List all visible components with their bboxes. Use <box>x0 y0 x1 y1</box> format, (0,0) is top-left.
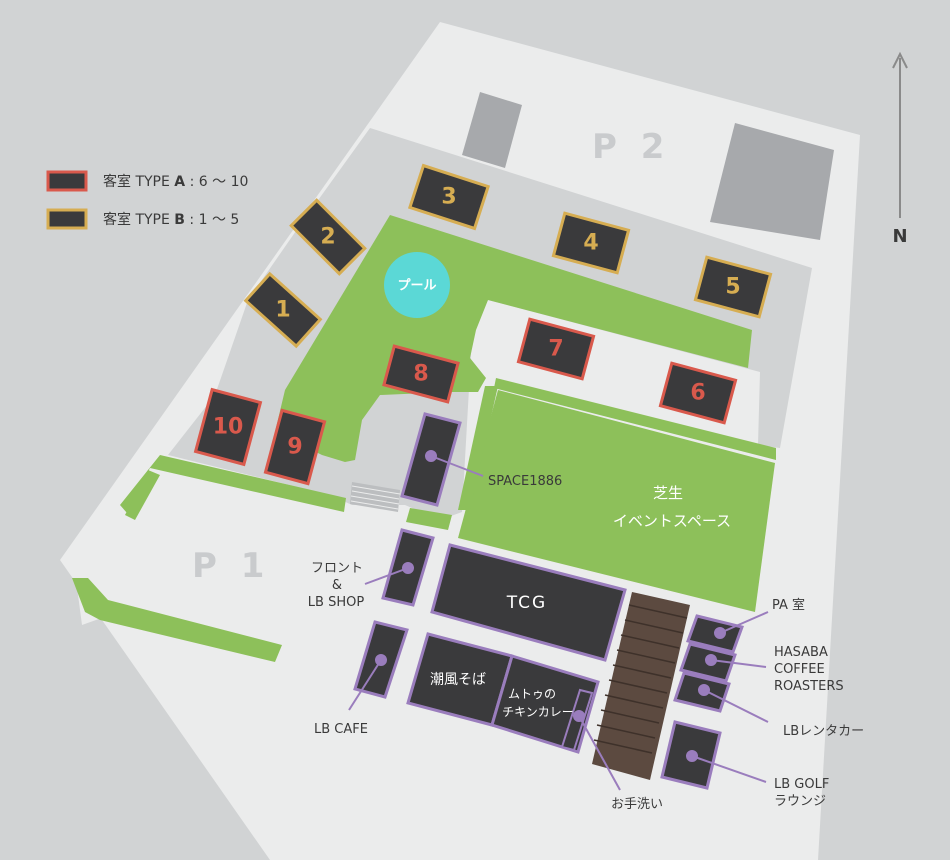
room-9-number: 9 <box>287 435 302 460</box>
parking-p1-label: P 1 <box>192 546 270 586</box>
pa-room-label: PA 室 <box>772 597 805 613</box>
room-7[interactable]: 7 <box>516 317 596 381</box>
rental-car-label: LBレンタカー <box>783 724 864 739</box>
room-4[interactable]: 4 <box>551 211 631 275</box>
golf-marker <box>686 750 698 762</box>
north-label: N <box>892 226 907 247</box>
room-2[interactable]: 2 <box>289 198 367 276</box>
restroom-marker <box>573 710 585 722</box>
room-7-number: 7 <box>548 337 563 362</box>
lawn-strip-bottom <box>72 578 282 662</box>
space1886-marker <box>425 450 437 462</box>
restroom-label: お手洗い <box>611 797 663 812</box>
room-10[interactable]: 10 <box>193 387 263 467</box>
shiokaze-soba-label: 潮風そば <box>430 672 486 688</box>
space1886-label: SPACE1886 <box>488 474 562 489</box>
deck-planks <box>593 604 688 754</box>
room-3-number: 3 <box>441 185 456 210</box>
parking-p2-label: P 2 <box>592 127 670 167</box>
lawn-strip-right <box>494 378 776 460</box>
parking-block-small <box>462 92 522 168</box>
tcg-building[interactable] <box>430 543 627 662</box>
hasaba-label-line1: HASABA <box>774 645 828 660</box>
parking-block-large <box>710 123 834 240</box>
front-label-line2: & <box>332 578 342 593</box>
room-1[interactable]: 1 <box>243 271 323 349</box>
legend-type-a-label: 客室 TYPE A : 6 〜 10 <box>103 173 248 190</box>
legend: 客室 TYPE A : 6 〜 10 客室 TYPE B : 1 〜 5 <box>46 170 248 230</box>
room-9[interactable]: 9 <box>263 408 327 486</box>
front-label-line3: LB SHOP <box>308 595 365 610</box>
lawn-strip-left2 <box>125 470 160 520</box>
tcg-label: TCG <box>506 593 547 613</box>
wooden-deck <box>592 592 690 780</box>
hasaba-label-line2: COFFEE <box>774 662 825 677</box>
hasaba-label-line3: ROASTERS <box>774 679 844 694</box>
lawn-strip-left <box>120 455 346 513</box>
room-3[interactable]: 3 <box>407 163 491 231</box>
room-5-number: 5 <box>725 275 740 300</box>
lawn-strip-mid <box>406 508 452 530</box>
chicken-curry-label-line2: チキンカレー <box>502 705 574 719</box>
stairs-lines <box>350 485 401 510</box>
pa-room-marker <box>714 627 726 639</box>
lb-cafe-label: LB CAFE <box>314 722 368 737</box>
room-8[interactable]: 8 <box>382 344 460 404</box>
legend-type-a-swatch <box>46 170 88 192</box>
room-1-number: 1 <box>275 298 290 323</box>
golf-label-line1: LB GOLF <box>774 777 829 792</box>
stairs <box>350 482 400 512</box>
rental-car-marker <box>698 684 710 696</box>
golf-label-line2: ラウンジ <box>774 794 826 809</box>
lb-cafe-marker <box>375 654 387 666</box>
room-2-number: 2 <box>320 225 335 250</box>
north-arrow <box>892 51 908 218</box>
lawn-event-label-line1: 芝生 <box>653 484 683 502</box>
room-6-number: 6 <box>690 381 705 406</box>
legend-type-b-swatch <box>46 208 88 230</box>
room-8-number: 8 <box>413 362 428 387</box>
legend-type-b-label: 客室 TYPE B : 1 〜 5 <box>103 211 239 228</box>
front-label-line1: フロント <box>311 561 363 576</box>
room-5[interactable]: 5 <box>693 255 773 319</box>
room-6[interactable]: 6 <box>658 361 738 425</box>
hasaba-marker <box>705 654 717 666</box>
room-4-number: 4 <box>583 231 598 256</box>
event-lawn <box>458 390 775 612</box>
room-10-number: 10 <box>213 415 244 440</box>
pool <box>384 252 450 318</box>
lawn-event-label-line2: イベントスペース <box>613 512 731 530</box>
pool-label: プール <box>397 279 436 294</box>
front-marker <box>402 562 414 574</box>
lawn-strip-center <box>458 386 498 510</box>
chicken-curry-label-line1: ムトゥの <box>508 687 556 701</box>
